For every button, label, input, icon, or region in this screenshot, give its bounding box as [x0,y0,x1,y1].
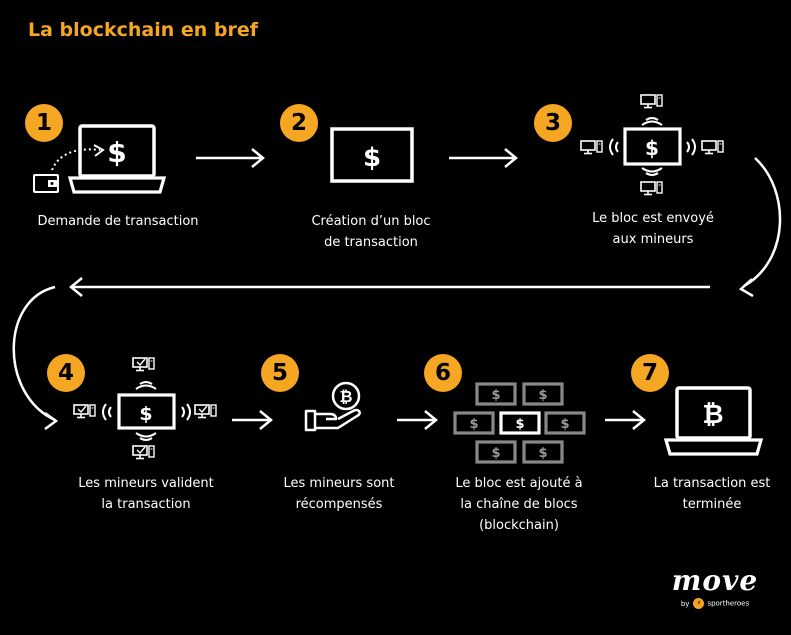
logo-by-text: by [680,599,690,608]
step-3-miner-right-icon [701,140,724,155]
step-6-label-line-3: (blockchain) [479,518,559,533]
arrow-5-to-6 [397,410,438,430]
step-6-badge: 6 [424,354,462,392]
step-2-badge: 2 [280,104,318,142]
step-6-label: Le bloc est ajouté à la chaîne de blocs … [429,473,609,536]
arrow-6-to-7 [605,410,646,430]
wallet-to-laptop-dotted-arrow [51,148,101,171]
step-2-label-line-1: Création d’un bloc [311,214,431,229]
chain-block-dollar-1: $ [491,388,500,403]
step-2-label: Création d’un bloc de transaction [281,211,461,253]
step-5-label: Les mineurs sont récompensés [249,473,429,515]
chain-block-dollar-6: $ [538,446,547,461]
step-5-coin-icon [331,381,361,411]
step-2-label-line-2: de transaction [324,235,418,250]
step-7-label-line-2: terminée [682,497,742,512]
step-7-laptop-icon [663,386,764,456]
logo-byline: by⚡sportheroes [660,598,770,609]
step-4-label-line-2: la transaction [101,497,191,512]
logo-wordmark: move [671,564,759,597]
step-1-label-line-1: Demande de transaction [37,214,199,229]
chain-block-dollar-4: $ [560,417,569,432]
curve-arrow-3-to-4 [12,157,782,431]
step-5-bitcoin-icon: ₿ [339,387,352,406]
step-1-dollar-icon: $ [107,136,126,169]
step-4-label: Les mineurs valident la transaction [56,473,236,515]
step-3-label-line-2: aux mineurs [612,232,694,247]
step-3-miner-bottom-icon [640,181,663,196]
step-7-badge: 7 [631,354,669,392]
move-logo: move by⚡sportheroes [660,566,770,609]
step-3-signal-waves [609,117,696,176]
step-6-dollar-signs: $ $ $ $ $ $ [469,388,569,461]
step-7-bitcoin-icon: ₿ [702,400,723,430]
step-3-label: Le bloc est envoyé aux mineurs [563,208,743,250]
chain-block-dollar-5: $ [491,446,500,461]
arrow-2-to-3 [449,148,518,168]
step-4-label-line-1: Les mineurs valident [78,476,214,491]
step-4-dollar-icon: $ [139,403,152,425]
arrow-4-to-5 [232,410,273,430]
step-7-label-line-1: La transaction est [653,476,771,491]
chain-block-new-dollar: $ [515,417,524,432]
step-3-miner-top-icon [640,94,663,109]
sportheroes-icon: ⚡ [693,598,705,609]
step-1-label: Demande de transaction [28,211,208,232]
step-3-badge: 3 [534,104,572,142]
step-5-label-line-2: récompensés [295,497,383,512]
logo-brand-text: sportheroes [707,599,750,608]
step-3-block-icon [623,127,682,166]
step-3-dollar-icon: $ [645,136,659,160]
step-6-label-line-1: Le bloc est ajouté à [455,476,583,491]
step-2-block-icon [330,127,414,183]
step-6-blockchain-grid [453,382,586,464]
step-4-check-marks [77,358,208,455]
page-title: La blockchain en bref [28,19,259,41]
step-6-label-line-2: la chaîne de blocs [460,497,578,512]
step-5-hand-icon [304,408,361,432]
step-4-signal-waves [102,381,191,441]
step-3-miner-left-icon [580,140,603,155]
step-4-badge: 4 [47,354,85,392]
arrow-1-to-2 [196,148,265,168]
step-2-dollar-icon: $ [363,143,381,173]
step-5-badge: 5 [261,354,299,392]
chain-block-dollar-2: $ [538,388,547,403]
step-4-block-icon [117,393,176,430]
step-1-badge: 1 [25,104,63,142]
chain-block-dollar-3: $ [469,417,478,432]
wallet-icon [33,174,59,193]
step-5-label-line-1: Les mineurs sont [283,476,395,491]
step-7-label: La transaction est terminée [622,473,791,515]
step-3-label-line-1: Le bloc est envoyé [592,211,714,226]
